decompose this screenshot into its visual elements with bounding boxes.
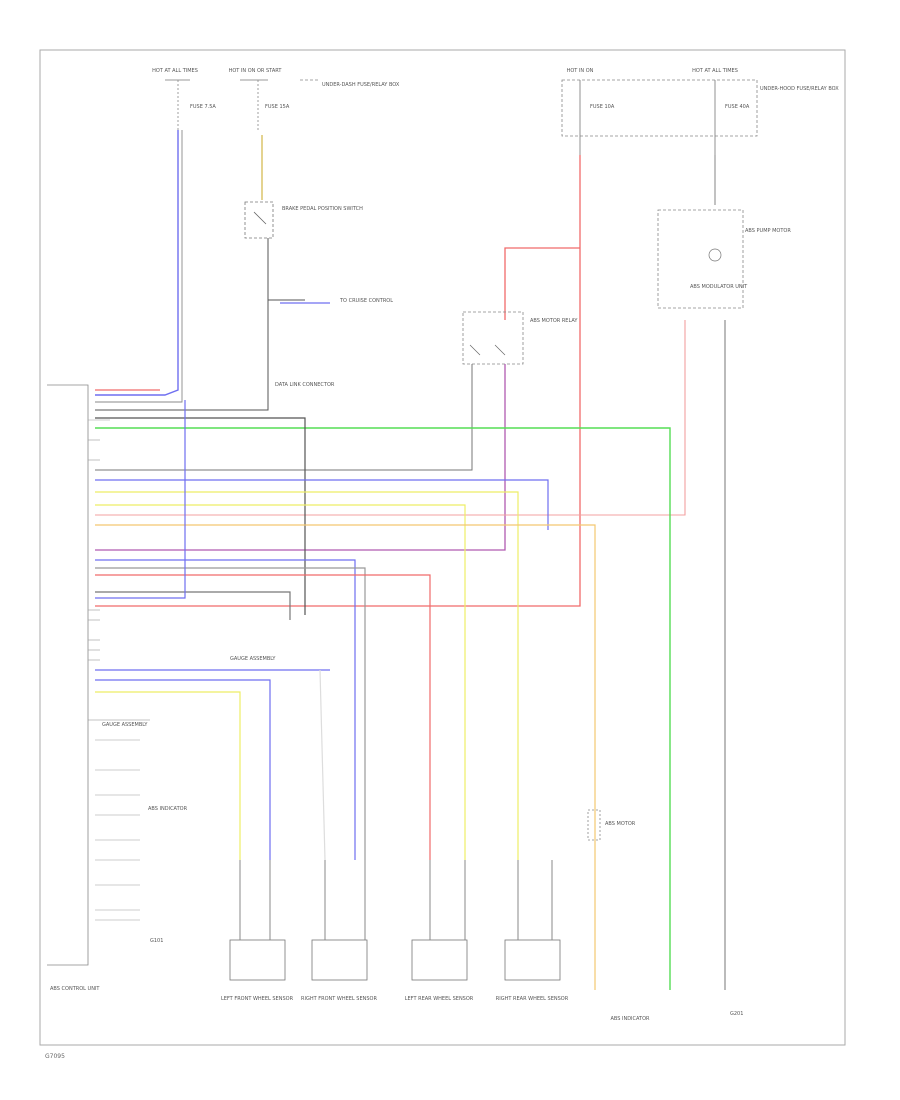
bottom-mid-label: ABS INDICATOR (610, 1016, 650, 1022)
sensor-1-label: LEFT FRONT WHEEL SENSOR (221, 996, 294, 1002)
abs-indicator-label: ABS INDICATOR (148, 806, 188, 812)
hot-label-b: HOT IN ON OR START (229, 68, 283, 74)
under-hood-note: UNDER-HOOD FUSE/RELAY BOX (760, 86, 839, 92)
hot-label-d: HOT AT ALL TIMES (692, 68, 738, 74)
control-unit-label: ABS CONTROL UNIT (50, 986, 100, 992)
fuse-label-mid: FUSE 15A (265, 104, 290, 110)
wire-blue-left-fuse (95, 130, 179, 396)
pump-relay: ABS PUMP MOTOR ABS MODULATOR UNIT (657, 209, 791, 309)
pump-relay-label: ABS PUMP MOTOR (745, 228, 791, 234)
sensor-box-1: LEFT FRONT WHEEL SENSOR (221, 939, 294, 1002)
abs-control-unit: GAUGE ASSEMBLY ABS INDICATOR ABS CONTROL… (47, 384, 188, 992)
wire-red-ign (95, 155, 581, 607)
brake-switch: BRAKE PEDAL POSITION SWITCH (244, 201, 363, 239)
fuse-label-left: FUSE 7.5A (190, 104, 216, 110)
fuse-group-right: HOT IN ON HOT AT ALL TIMES UNDER-HOOD FU… (561, 68, 839, 155)
harness-wires (95, 400, 596, 990)
ground-label: G101 (150, 938, 163, 944)
to-cruise-label: TO CRUISE CONTROL (339, 298, 393, 304)
data-link-label: DATA LINK CONNECTOR (275, 382, 335, 388)
bottom-right-label: G201 (730, 1011, 743, 1017)
fuse-label-rr: FUSE 40A (725, 104, 750, 110)
fail-relay-label: ABS MOTOR RELAY (530, 318, 578, 324)
check-box-label: ABS MODULATOR UNIT (690, 284, 748, 290)
fuse-box-note: UNDER-DASH FUSE/RELAY BOX (322, 82, 400, 88)
abs-motor-label: ABS MOTOR (605, 821, 636, 827)
sensor-3-label: LEFT REAR WHEEL SENSOR (405, 996, 474, 1002)
sensor-box-3: LEFT REAR WHEEL SENSOR (405, 939, 474, 1002)
wire-green (95, 427, 671, 990)
wheel-sensors: LEFT FRONT WHEEL SENSOR RIGHT FRONT WHEE… (221, 860, 569, 1002)
sensor-box-4: RIGHT REAR WHEEL SENSOR (496, 939, 569, 1002)
fail-relay: ABS MOTOR RELAY (462, 311, 578, 365)
sensor-2-label: RIGHT FRONT WHEEL SENSOR (301, 996, 377, 1002)
sensor-box-2: RIGHT FRONT WHEEL SENSOR (301, 939, 377, 1002)
sensor-4-label: RIGHT REAR WHEEL SENSOR (496, 996, 569, 1002)
hot-label-c: HOT IN ON (567, 68, 594, 74)
abs-motor: ABS MOTOR ABS INDICATOR (587, 809, 650, 1022)
stop-switch-label: BRAKE PEDAL POSITION SWITCH (282, 206, 363, 212)
fuse-group-left: HOT AT ALL TIMES HOT IN ON OR START UNDE… (152, 68, 400, 130)
gauge-assembly-label: GAUGE ASSEMBLY (230, 656, 276, 662)
figure-ref: G7095 (45, 1053, 65, 1060)
gauge-sub-label: GAUGE ASSEMBLY (102, 722, 148, 728)
diagram-frame (39, 49, 846, 1046)
hot-label-a: HOT AT ALL TIMES (152, 68, 198, 74)
fuse-label-rc: FUSE 10A (590, 104, 615, 110)
